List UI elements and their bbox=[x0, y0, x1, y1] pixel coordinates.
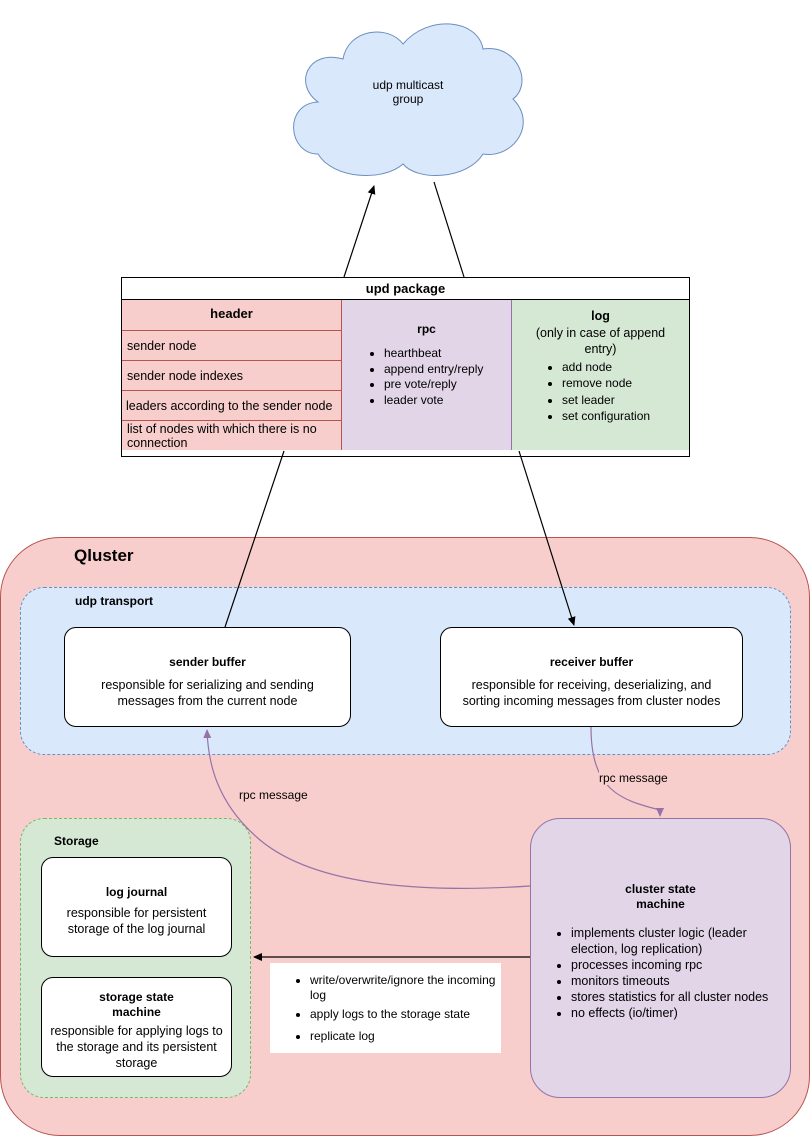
cluster-state-machine: cluster state machine implements cluster… bbox=[530, 818, 791, 1098]
header-title: header bbox=[210, 306, 253, 321]
list-item: add node bbox=[562, 360, 689, 376]
cloud-label: udp multicast group bbox=[372, 78, 444, 106]
sender-buffer: sender buffer responsible for serializin… bbox=[64, 627, 351, 727]
list-item: no effects (io/timer) bbox=[571, 1005, 772, 1021]
header-row: sender node indexes bbox=[122, 360, 341, 390]
log-journal-title: log journal bbox=[105, 885, 168, 899]
storage-state-machine-title: storage state machine bbox=[99, 990, 174, 1019]
list-item: remove node bbox=[562, 376, 689, 392]
arrow-csm-to-sender bbox=[203, 729, 531, 889]
header-column: header sender node sender node indexes l… bbox=[122, 300, 342, 450]
log-list: add node remove node set leader set conf… bbox=[544, 360, 689, 424]
list-item: set leader bbox=[562, 393, 689, 409]
log-column: log (only in case of append entry) add n… bbox=[512, 300, 689, 450]
log-journal-desc: responsible for persistent storage of th… bbox=[66, 906, 207, 936]
header-row: sender node bbox=[122, 330, 341, 360]
qluster-title: Qluster bbox=[74, 546, 134, 565]
list-item: processes incoming rpc bbox=[571, 957, 772, 973]
receiver-buffer: receiver buffer responsible for receivin… bbox=[440, 627, 743, 727]
sender-buffer-desc: responsible for serializing and sending … bbox=[101, 678, 314, 708]
udp-package-title: upd package bbox=[122, 278, 689, 300]
udp-package-table: upd package header sender node sender no… bbox=[121, 277, 690, 457]
list-item: implements cluster logic (leader electio… bbox=[571, 925, 772, 957]
edge-label-rpc-right: rpc message bbox=[599, 771, 668, 785]
storage-operations-list: write/overwrite/ignore the incoming log … bbox=[270, 973, 501, 1044]
header-row: list of nodes with which there is no con… bbox=[122, 420, 341, 450]
receiver-buffer-title: receiver buffer bbox=[549, 655, 634, 669]
list-item: pre vote/reply bbox=[384, 377, 511, 393]
storage-title: Storage bbox=[54, 834, 99, 848]
list-item: leader vote bbox=[384, 393, 511, 409]
cluster-state-machine-list: implements cluster logic (leader electio… bbox=[553, 925, 772, 1021]
list-item: hearthbeat bbox=[384, 346, 511, 362]
rpc-column: rpc hearthbeat append entry/reply pre vo… bbox=[342, 300, 512, 450]
storage-state-machine-desc: responsible for applying logs to the sto… bbox=[50, 1024, 223, 1070]
header-row: leaders according to the sender node bbox=[122, 390, 341, 420]
rpc-title: rpc bbox=[417, 322, 436, 336]
list-item: set configuration bbox=[562, 409, 689, 425]
log-journal: log journal responsible for persistent s… bbox=[41, 857, 232, 957]
arrow-receiver-to-csm bbox=[590, 726, 664, 817]
sender-buffer-title: sender buffer bbox=[169, 655, 246, 669]
arrow-package-to-cloud bbox=[343, 185, 376, 278]
list-item: append entry/reply bbox=[384, 362, 511, 378]
list-item: replicate log bbox=[310, 1029, 501, 1044]
rpc-list: hearthbeat append entry/reply pre vote/r… bbox=[366, 346, 511, 408]
udp-transport-title: udp transport bbox=[75, 594, 153, 608]
line-header-to-sender bbox=[224, 450, 285, 628]
receiver-buffer-desc: responsible for receiving, deserializing… bbox=[462, 678, 721, 708]
list-item: stores statistics for all cluster nodes bbox=[571, 989, 772, 1005]
storage-state-machine: storage state machine responsible for ap… bbox=[41, 977, 232, 1077]
list-item: monitors timeouts bbox=[571, 973, 772, 989]
list-item: write/overwrite/ignore the incoming log bbox=[310, 973, 501, 1003]
log-title: log bbox=[591, 309, 610, 323]
list-item: apply logs to the storage state bbox=[310, 1007, 501, 1022]
arrow-rpc-to-receiver bbox=[518, 450, 576, 626]
cluster-state-machine-title: cluster state machine bbox=[625, 882, 696, 911]
storage-operations-box: write/overwrite/ignore the incoming log … bbox=[270, 963, 501, 1053]
log-subtitle: (only in case of append entry) bbox=[535, 326, 666, 356]
line-cloud-to-package bbox=[433, 181, 465, 278]
cloud-shape bbox=[293, 23, 524, 176]
edge-label-rpc-left: rpc message bbox=[239, 788, 308, 802]
